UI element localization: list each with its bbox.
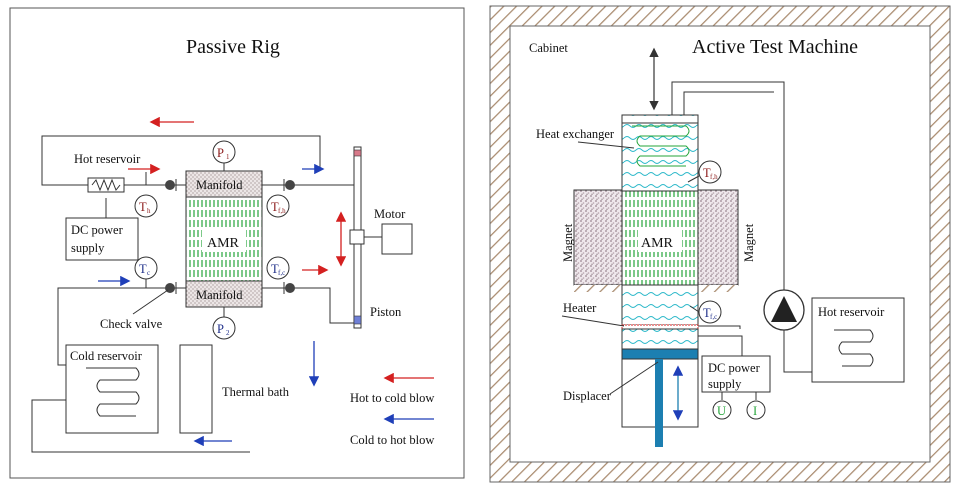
- passive-amr-label: AMR: [207, 236, 240, 251]
- passive-manifold-bottom: [185, 280, 263, 308]
- active-dc-power-label-1: DC power: [708, 361, 761, 375]
- magnet-right: [697, 189, 739, 286]
- passive-rig-panel: Passive Rig DC power supply Hot reservoi…: [9, 7, 465, 479]
- passive-motor-connector: [349, 229, 365, 245]
- sensor-p1-sub: 1: [226, 153, 230, 161]
- active-amr-label: AMR: [641, 236, 674, 251]
- sensor-tc-label: T: [139, 262, 147, 276]
- sensor-th-sub: h: [147, 207, 151, 215]
- sensor-th: T h: [134, 194, 158, 218]
- passive-thermal-bath-label: Thermal bath: [222, 385, 290, 399]
- sensor-p1: P 1: [212, 140, 236, 164]
- displacer-rod: [655, 359, 663, 447]
- active-sensor-tfc: T f,c: [689, 300, 722, 324]
- passive-piston-label: Piston: [370, 305, 402, 319]
- check-valve-icon: [283, 179, 295, 191]
- sensor-tfc-sub: f,c: [278, 269, 285, 277]
- sensor-tc: T c: [134, 256, 158, 280]
- active-dc-power-box: [701, 355, 771, 393]
- active-machine-panel: Cabinet Active Test Machine Magnet Magne…: [489, 5, 951, 483]
- magnet-hatch-left: [574, 285, 622, 292]
- passive-rig-title: Passive Rig: [186, 36, 280, 58]
- sensor-tfc: T f,c: [266, 256, 290, 280]
- magnet-hatch-right: [698, 285, 738, 292]
- displacer-pointer: [609, 361, 659, 395]
- cabinet-label: Cabinet: [529, 41, 568, 55]
- passive-manifold-top-label: Manifold: [196, 178, 243, 192]
- magnet-left: [573, 189, 623, 286]
- passive-piping: [31, 135, 382, 453]
- active-machine-title: Active Test Machine: [692, 36, 858, 58]
- magnet-left-label: Magnet: [561, 223, 575, 262]
- active-sensor-tfh: T f,h: [687, 160, 722, 184]
- heater-pointer: [561, 315, 625, 327]
- lower-fluid-column: [621, 284, 699, 326]
- sensor-p2-label: P: [217, 322, 224, 336]
- voltmeter-u: U: [712, 400, 732, 420]
- heat-exchanger-column: [621, 114, 699, 192]
- active-sensor-tfc-label: T: [703, 306, 711, 320]
- check-valve-icon: [283, 282, 295, 294]
- passive-dc-power-label-2: supply: [71, 241, 105, 255]
- active-hot-reservoir-label: Hot reservoir: [818, 305, 885, 319]
- check-valve-pointer: [132, 289, 169, 315]
- passive-motor-label: Motor: [374, 207, 406, 221]
- sensor-tfh-label: T: [271, 200, 279, 214]
- sensor-p1-label: P: [217, 146, 224, 160]
- pump-icon: [763, 289, 805, 331]
- passive-cold-reservoir-label: Cold reservoir: [70, 349, 143, 363]
- sensor-p2-sub: 2: [226, 329, 230, 337]
- sensor-tfh: T f,h: [266, 194, 290, 218]
- ammeter-i: I: [746, 400, 766, 420]
- heat-exchanger-label: Heat exchanger: [536, 127, 615, 141]
- active-external-piping: [671, 81, 905, 383]
- sensor-th-label: T: [139, 200, 147, 214]
- voltmeter-u-label: U: [717, 404, 726, 418]
- heat-exchanger-pointer: [577, 141, 635, 149]
- active-sensor-tfc-sub: f,c: [710, 313, 717, 321]
- cold-reservoir-coil: [86, 367, 140, 417]
- active-amr-label-bg: [638, 230, 682, 252]
- displacer-plate: [621, 348, 699, 360]
- heater-strip: [621, 324, 699, 330]
- passive-manifold-bottom-label: Manifold: [196, 288, 243, 302]
- passive-piston-lower: [353, 241, 362, 329]
- sensor-tfc-label: T: [271, 262, 279, 276]
- check-valve-icon: [165, 179, 177, 191]
- lower-chamber: [621, 328, 699, 350]
- legend-cold-label: Cold to hot blow: [350, 433, 434, 447]
- passive-hot-reservoir-label: Hot reservoir: [74, 152, 141, 166]
- sensor-p2: P 2: [212, 316, 236, 340]
- legend-hot-label: Hot to cold blow: [350, 391, 434, 405]
- passive-dc-power-box: [65, 217, 139, 261]
- active-hot-reservoir-coil: [834, 329, 874, 367]
- displacer-label: Displacer: [563, 389, 612, 403]
- heater-resistor-icon: [87, 177, 125, 193]
- active-sensor-tfh-label: T: [703, 166, 711, 180]
- heater-label: Heater: [563, 301, 597, 315]
- ammeter-i-label: I: [753, 404, 757, 418]
- passive-piston-upper: [353, 146, 362, 234]
- heat-exchanger-coil: [632, 125, 690, 167]
- sensor-tfh-sub: f,h: [278, 207, 286, 215]
- passive-check-valve-label: Check valve: [100, 317, 163, 331]
- passive-dc-power-label-1: DC power: [71, 223, 124, 237]
- passive-flow-arrows: [98, 116, 434, 447]
- sensor-tc-sub: c: [147, 269, 150, 277]
- active-sensor-tfh-sub: f,h: [710, 173, 718, 181]
- check-valve-icon: [165, 282, 177, 294]
- passive-rig-border: [9, 7, 465, 479]
- passive-amr-label-bg: [202, 230, 246, 252]
- active-dc-power-label-2: supply: [708, 377, 742, 391]
- magnet-right-label: Magnet: [742, 223, 756, 262]
- passive-motor-box: [381, 223, 413, 255]
